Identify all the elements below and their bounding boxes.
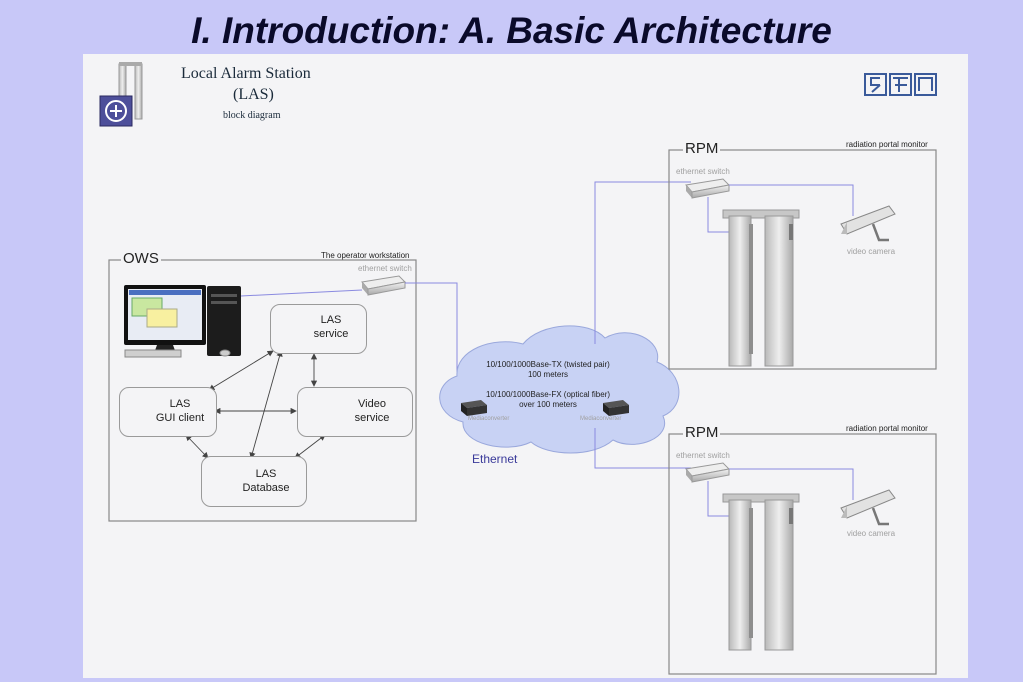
top-rpm-uplink [594,181,691,344]
ows-group-frame [108,259,417,522]
rpm-bottom-switch-icon [685,462,731,483]
ows-ethernet-switch-icon [361,275,407,296]
fx-line1: 10/100/1000Base-FX (optical fiber) [485,390,611,399]
tx-line1: 10/100/1000Base-TX (twisted pair) [486,360,610,369]
heading-line1: Local Alarm Station [181,65,311,82]
tx-line2: 100 meters [527,370,569,379]
rpm-bottom-frame [668,433,937,675]
gui-client-line2: GUI client [155,412,205,424]
las-service-node: LAS service [270,304,367,354]
rpm-top-switch-label: ethernet switch [676,167,730,176]
database-node: LAS Database [201,456,307,507]
las-logo-icon [99,62,143,127]
heading-line2: (LAS) [233,86,274,103]
diagram-panel: Local Alarm Station (LAS) block diagram … [83,54,968,678]
database-line2: Database [242,482,290,494]
rpm-bottom-description: radiation portal monitor [846,424,928,433]
organization-logo-icon [864,73,937,96]
rpm-bottom-links [707,468,854,517]
mediaconverter-right-icon [603,400,629,416]
rpm-bottom-camera-label: video camera [847,529,896,538]
video-service-line1: Video [358,398,386,410]
las-service-line2: service [313,328,349,340]
workstation-computer-icon [124,285,241,358]
rpm-top-portal-icon [722,209,800,367]
video-service-node: Video service [297,387,413,437]
rpm-top-camera-icon [840,205,896,242]
converter-left-label: Mediaconverter [468,416,510,422]
rpm-bottom-portal-icon [722,493,800,651]
gui-client-node: LAS GUI client [119,387,217,437]
las-service-line1: LAS [320,314,342,326]
video-service-line2: service [354,412,390,424]
ows-label: OWS [121,250,161,267]
ethernet-label: Ethernet [472,452,518,466]
mediaconverter-left-icon [461,400,487,416]
rpm-top-switch-icon [685,178,731,199]
bottom-rpm-uplink [594,428,691,469]
rpm-top-links [707,184,854,233]
ethernet-cloud [439,325,680,454]
ows-internal-links [185,350,326,459]
ows-uplink [405,282,458,372]
slide-title: I. Introduction: A. Basic Architecture [191,10,832,51]
database-line1: LAS [255,468,277,480]
ows-description: The operator workstation [321,251,410,260]
ows-switch-label: ethernet switch [358,264,412,273]
converter-right-label: Mediaconverter [580,416,622,422]
heading-line3: block diagram [223,110,281,121]
rpm-top-frame [668,149,937,370]
rpm-bottom-camera-icon [840,489,896,526]
ows-computer-link [240,289,363,297]
rpm-top-label: RPM [683,140,721,157]
rpm-bottom-label: RPM [683,424,721,441]
rpm-bottom-switch-label: ethernet switch [676,451,730,460]
gui-client-line1: LAS [169,398,191,410]
diagram-canvas [99,62,937,675]
rpm-top-camera-label: video camera [847,247,896,256]
fx-line2: over 100 meters [519,400,577,409]
rpm-top-description: radiation portal monitor [846,140,928,149]
